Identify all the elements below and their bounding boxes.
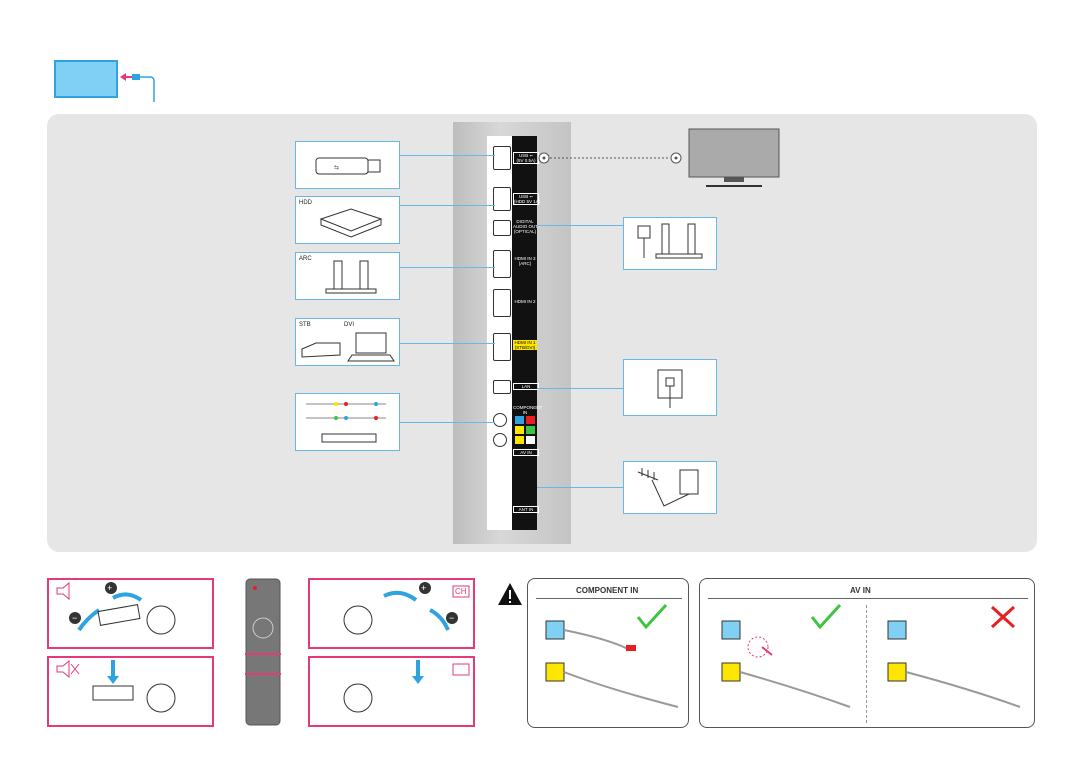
svg-text:−: −: [449, 613, 454, 623]
svg-text:+: +: [421, 583, 426, 593]
av-in-label: AV IN: [513, 449, 539, 456]
svg-text:−: −: [72, 613, 77, 623]
av-dashed-divider: [866, 605, 867, 723]
av-in-title: AV IN: [850, 586, 871, 595]
hdmi-3-label: HDMI IN 3 (ARC): [514, 256, 536, 266]
antenna-icon: [637, 468, 699, 507]
optical-port: [493, 220, 511, 236]
audio-jack-2: [493, 433, 507, 447]
channel-up-down-illustration: + −: [343, 582, 470, 635]
stb-dvi-device: STB DVI: [295, 318, 400, 366]
hdmi-port-1: [493, 333, 511, 361]
svg-text:+: +: [107, 583, 112, 593]
usb-port-2: [493, 187, 511, 211]
component-cable-illustration: [545, 603, 679, 708]
remote-control-icon: [245, 578, 281, 726]
component-in-title: COMPONENT IN: [576, 586, 639, 595]
usb-1-line: [400, 155, 495, 156]
lan-port: [493, 380, 511, 394]
rca-cable-icon: [306, 402, 386, 443]
cable-arrow-icon: [120, 73, 155, 102]
hdd-device: HDD: [295, 196, 400, 244]
stb-label: STB: [299, 322, 311, 328]
hdmi-1-label: HDMI IN 1 (STB/DVI): [513, 340, 537, 350]
antenna-line: [537, 487, 623, 488]
volume-up-down-illustration: + −: [56, 581, 176, 635]
usb-2-label: USB ⭠ (HDD 5V 1A): [513, 193, 541, 205]
optical-line: [537, 225, 623, 226]
mute-illustration: [56, 659, 176, 713]
source-illustration: [343, 660, 470, 713]
ant-in-label: ANT IN: [513, 506, 539, 513]
hdd-icon: [319, 208, 383, 238]
av-line: [400, 422, 495, 423]
rca-color-jacks: [515, 416, 535, 444]
component-in-box: COMPONENT IN: [527, 578, 689, 728]
lan-label: LAN: [513, 383, 539, 390]
optical-speaker-icon: [637, 223, 703, 259]
channel-up-down-panel: + − CH: [308, 578, 475, 649]
dvi-label: DVI: [344, 322, 355, 328]
hdd-label: HDD: [299, 200, 312, 206]
lan-device: [623, 359, 717, 416]
warning-icon: [498, 583, 522, 605]
hdmi-port-2: [493, 289, 511, 317]
source-panel: [308, 656, 475, 727]
port-label-column: [512, 136, 537, 530]
optical-label: DIGITAL AUDIO OUT (OPTICAL): [513, 219, 539, 234]
volume-up-down-panel: + −: [47, 578, 214, 649]
optical-soundbar-device: [623, 217, 717, 270]
usb-port-1: [493, 146, 511, 170]
svg-text:⇆: ⇆: [334, 164, 339, 171]
ch-label: CH: [455, 587, 467, 596]
tv-screen-icon: [54, 60, 118, 98]
usb-stick-icon: ⇆: [315, 157, 381, 175]
av-in-box: AV IN: [699, 578, 1035, 728]
hdmi-2-label: HDMI IN 2: [514, 299, 536, 304]
av-cable-illustration: [721, 603, 1021, 708]
component-label: COMPONENT IN: [513, 405, 543, 415]
arc-line: [400, 267, 495, 268]
usb-stick-device: ⇆: [295, 141, 400, 189]
hdmi-1-line: [400, 343, 495, 344]
mute-panel: [47, 656, 214, 727]
antenna-device: [623, 461, 717, 514]
audio-jack-1: [493, 413, 507, 427]
component-divider: [536, 598, 682, 599]
stb-laptop-icon: [301, 332, 395, 362]
usb-2-line: [400, 205, 495, 206]
lan-wall-socket-icon: [657, 369, 683, 408]
port-panel: USB ⭠ (5V 0.5A) USB ⭠ (HDD 5V 1A) DIGITA…: [487, 136, 543, 530]
lan-line: [537, 388, 623, 389]
av-device: [295, 393, 400, 451]
av-divider: [708, 598, 1028, 599]
arc-device: ARC: [295, 252, 400, 300]
wall-mount-dotted-line: [538, 152, 682, 164]
hdmi-port-3: [493, 250, 511, 278]
tv-back-icon: [688, 128, 780, 187]
soundbar-icon: [325, 260, 377, 294]
arc-label: ARC: [299, 256, 312, 262]
